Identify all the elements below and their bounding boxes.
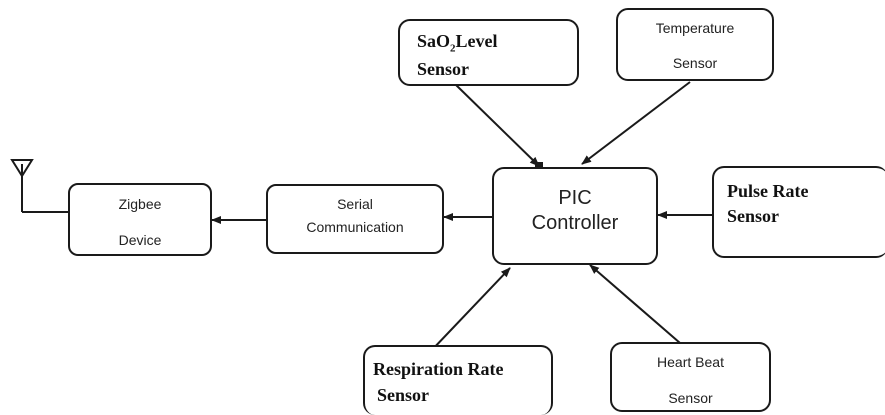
sao2-level-sensor-label-line2: Sensor — [417, 59, 470, 79]
edge-heart-beat-to-controller — [589, 264, 681, 344]
serial-communication-label-line1: Serial — [337, 196, 373, 212]
sao2-subscript: 2 — [450, 42, 456, 55]
temperature-sensor-label-line2: Sensor — [672, 55, 718, 71]
serial-communication-label-line2: Communication — [306, 219, 404, 235]
sao2-level-sensor-box: SaO2Level Sensor — [398, 19, 579, 86]
sao2-level-sensor-label-line1: SaO2Level — [417, 31, 498, 55]
zigbee-device-label-line1: Zigbee — [118, 196, 162, 212]
respiration-rate-sensor-label-line2: Sensor — [377, 385, 430, 405]
zigbee-device-box: Zigbee Device — [68, 183, 212, 256]
edge-temperature-to-controller — [581, 81, 691, 165]
pulse-rate-sensor-label-line1: Pulse Rate — [727, 181, 809, 201]
temperature-sensor-box: Temperature Sensor — [616, 8, 774, 81]
pulse-rate-sensor-box: Pulse Rate Sensor — [712, 166, 885, 258]
heart-beat-sensor-label-line1: Heart Beat — [657, 354, 724, 370]
pic-controller-label-line1: PIC — [558, 187, 592, 209]
antenna-icon — [10, 159, 68, 213]
sao2-prefix: SaO — [417, 31, 451, 51]
edge-sao2-to-controller — [454, 83, 540, 167]
respiration-rate-sensor-box: Respiration Rate Sensor — [363, 345, 553, 415]
respiration-rate-sensor-label-line1: Respiration Rate — [373, 359, 504, 379]
edge-sao2-junction — [535, 162, 543, 170]
edge-respiration-to-controller — [429, 267, 511, 353]
pulse-rate-sensor-label-line2: Sensor — [727, 206, 780, 226]
pic-controller-label-line2: Controller — [531, 212, 619, 234]
zigbee-device-label-line2: Device — [118, 232, 162, 248]
sao2-suffix: Level — [455, 31, 498, 51]
temperature-sensor-label-line1: Temperature — [655, 20, 735, 36]
serial-communication-box: Serial Communication — [266, 184, 444, 254]
pic-controller-box: PIC Controller — [492, 167, 658, 265]
heart-beat-sensor-box: Heart Beat Sensor — [610, 342, 771, 412]
heart-beat-sensor-label-line2: Sensor — [668, 390, 713, 406]
